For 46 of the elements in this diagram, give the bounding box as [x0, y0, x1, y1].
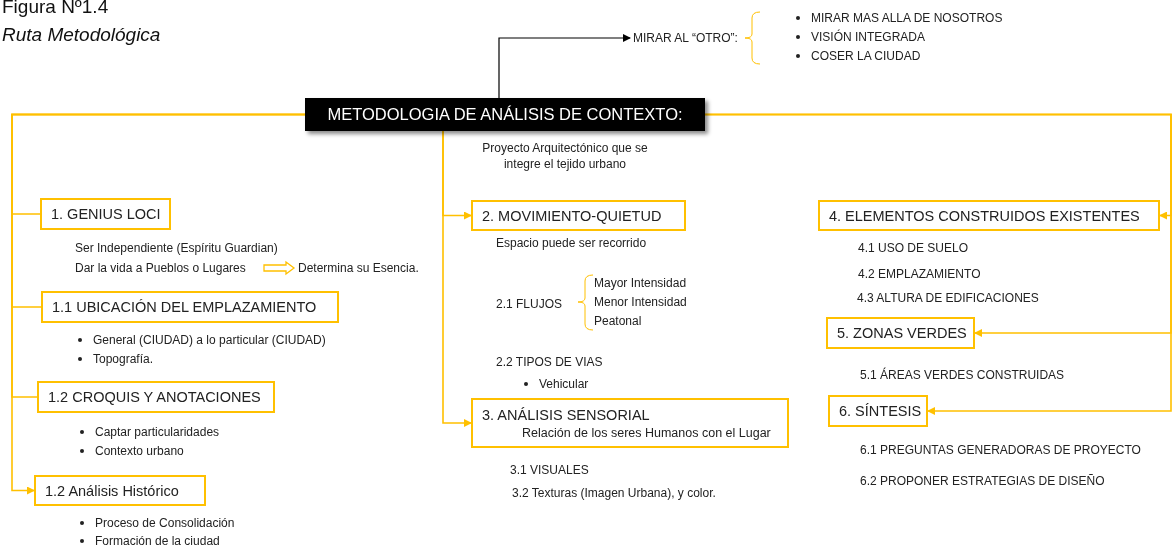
topic-box: 6. SÍNTESIS — [828, 395, 928, 427]
connector-arrow — [442, 130, 472, 427]
note-text: Vehicular — [539, 376, 589, 392]
note-text: 3.2 Texturas (Imagen Urbana), y color. — [512, 485, 716, 501]
node-text: Determina su Esencia. — [298, 260, 448, 276]
topic-box: 5. ZONAS VERDES — [826, 317, 975, 349]
connector-arrow — [704, 113, 1172, 415]
note-text: Ser Independiente (Espíritu Guardian) — [75, 240, 278, 256]
note-text: MIRAR MAS ALLA DE NOSOTROS — [811, 10, 1003, 26]
note-text: Menor Intensidad — [594, 294, 687, 310]
note-text: General (CIUDAD) a lo particular (CIUDAD) — [93, 332, 326, 348]
topic-box: 1.2 CROQUIS Y ANOTACIONES — [37, 381, 275, 413]
note-text: Mayor Intensidad — [594, 275, 687, 291]
title-box: METODOLOGIA DE ANÁLISIS DE CONTEXTO: — [305, 98, 705, 131]
note-text: 4.1 USO DE SUELO — [858, 240, 969, 256]
note-text: Espacio puede ser recorrido — [496, 235, 647, 251]
note-text: 4.2 EMPLAZAMIENTO — [858, 266, 981, 282]
topic-box: 1. GENIUS LOCI — [40, 198, 171, 230]
topic-box: 2. MOVIMIENTO-QUIETUD — [471, 200, 686, 231]
note-text: Formación de la ciudad — [95, 533, 220, 549]
note-text: Proyecto Arquitectónico que se integre el tejido urbano — [481, 140, 649, 172]
note-text: 5.1 ÁREAS VERDES CONSTRUIDAS — [860, 367, 1065, 383]
topic-box: 4. ELEMENTOS CONSTRUIDOS EXISTENTES — [818, 200, 1160, 231]
double-arrow — [263, 260, 296, 276]
node-text: MIRAR AL “OTRO”: — [633, 30, 741, 46]
note-text: Peatonal — [594, 313, 642, 329]
note-text: 2.1 FLUJOS — [496, 296, 563, 312]
connector-arrow — [498, 34, 631, 99]
note-text: COSER LA CIUDAD — [811, 48, 921, 64]
connector-arrow — [11, 113, 306, 495]
note-text: Contexto urbano — [95, 443, 184, 459]
note-text: Captar particularidades — [95, 424, 220, 440]
note-text: 3.1 VISUALES — [510, 462, 589, 478]
topic-box: 1.2 Análisis Histórico — [34, 475, 206, 506]
note-text: 6.2 PROPONER ESTRATEGIAS DE DISEÑO — [860, 473, 1105, 489]
topic-box: 3. ANÁLISIS SENSORIAL Relación de los seres Humanos con el Lugar — [471, 398, 789, 448]
note-text: 2.2 TIPOS DE VIAS — [496, 354, 603, 370]
figure-caption: Ruta Metodológica — [2, 24, 161, 46]
topic-box: 1.1 UBICACIÓN DEL EMPLAZAMIENTO — [41, 291, 339, 323]
note-text: VISIÓN INTEGRADA — [811, 29, 926, 45]
node-text: Dar la vida a Pueblos o Lugares — [75, 260, 259, 276]
note-text: Topografía. — [93, 351, 154, 367]
note-text: 6.1 PREGUNTAS GENERADORAS DE PROYECTO — [860, 442, 1141, 458]
note-text: Proceso de Consolidación — [95, 515, 235, 531]
figure-title: Figura Nº1.4 — [2, 0, 109, 18]
note-text: 4.3 ALTURA DE EDIFICACIONES — [857, 290, 1039, 306]
